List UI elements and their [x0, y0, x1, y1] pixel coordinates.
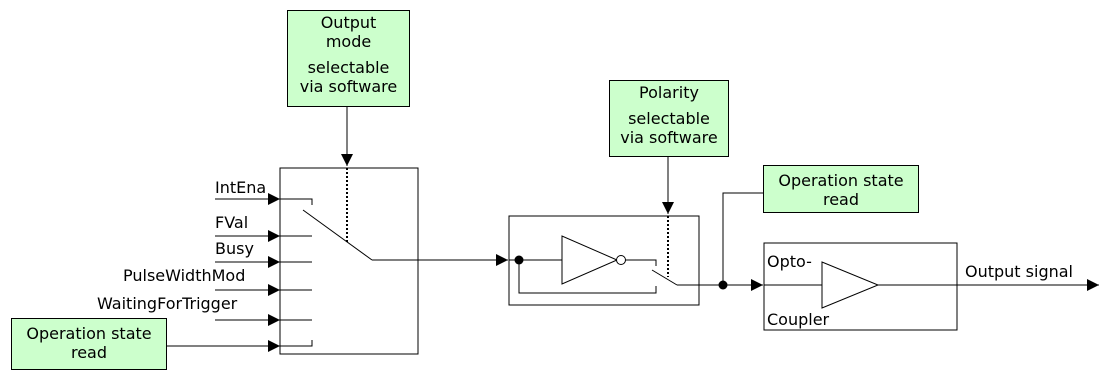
inverter-triangle: [561, 235, 619, 285]
inverter-contact: [648, 259, 657, 266]
output-mode-line2: mode: [325, 32, 372, 51]
inverter-bubble: [616, 255, 626, 265]
polarity-note: Polarity selectable via software: [609, 80, 729, 157]
mux-block: [279, 167, 419, 355]
output-signal-label: Output signal: [965, 262, 1073, 281]
bypass-wire: [518, 260, 657, 294]
operation-state-left-line1: Operation state: [26, 324, 152, 343]
polarity-switch-blade: [651, 269, 678, 286]
polarity-line1: Polarity: [639, 83, 699, 102]
optocoupler-block: [763, 242, 958, 331]
opto-label-top: Opto-: [767, 252, 812, 271]
operation-state-note-right: Operation state read: [763, 165, 919, 213]
output-mode-line1: Output: [320, 13, 377, 32]
opto-label-bottom: Coupler: [767, 310, 830, 329]
operation-state-tap: [722, 192, 763, 285]
mux-contacts: [280, 198, 313, 347]
input-label-waiting: WaitingForTrigger: [97, 294, 238, 313]
operation-state-left-line2: read: [70, 343, 108, 362]
operation-state-right-line2: read: [822, 190, 860, 209]
mux-switch-blade: [302, 209, 373, 261]
input-label-pwm: PulseWidthMod: [123, 266, 246, 285]
output-mode-line4: via software: [299, 77, 398, 96]
operation-state-note-left: Operation state read: [11, 318, 167, 370]
output-mode-note: Output mode selectable via software: [287, 10, 410, 107]
operation-state-right-line1: Operation state: [778, 171, 904, 190]
input-label-busy: Busy: [215, 239, 254, 258]
input-label-intena: IntEna: [215, 178, 267, 197]
opto-triangle: [821, 261, 880, 309]
polarity-line2: selectable: [628, 109, 710, 128]
input-label-fval: FVal: [215, 213, 249, 232]
polarity-line3: via software: [620, 128, 718, 147]
output-mode-line3: selectable: [307, 58, 390, 77]
